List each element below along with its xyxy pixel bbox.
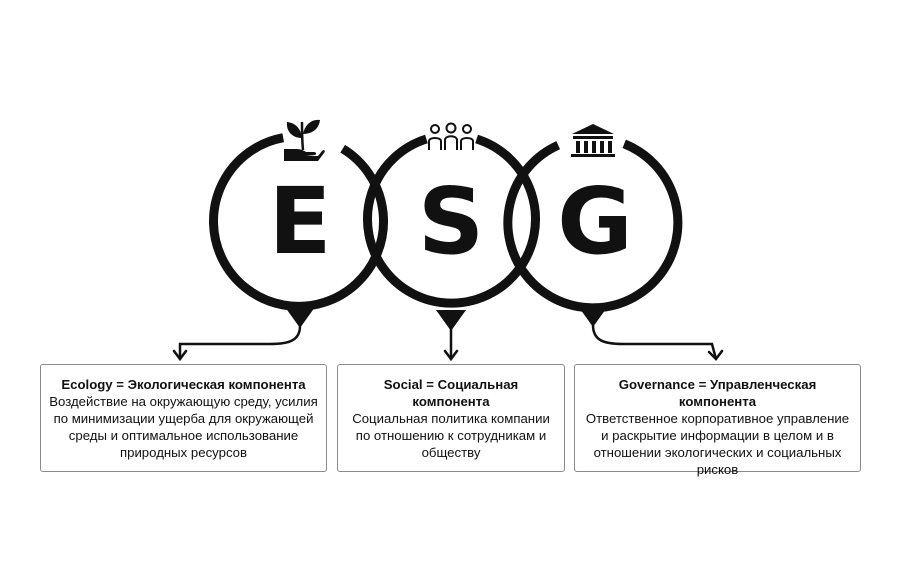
letter-g: G: [557, 168, 633, 275]
government-building-icon: [571, 124, 615, 157]
ecology-title: Ecology = Экологическая компонента: [61, 377, 306, 392]
connector-e: [172, 324, 302, 362]
plant-in-hand-icon: [284, 119, 325, 161]
governance-description: Ответственное корпоративное управление и…: [585, 411, 850, 477]
ecology-description: Воздействие на окружающую среду, усилия …: [49, 394, 318, 460]
social-title: Social = Социальная компонента: [383, 377, 519, 409]
ecology-component-box: Ecology = Экологическая компонента Возде…: [40, 364, 327, 472]
social-description: Социальная политика компании по отношени…: [352, 411, 550, 460]
letter-e: E: [269, 168, 332, 275]
pointer-e: [285, 307, 315, 328]
letter-s: S: [418, 168, 484, 275]
governance-title: Governance = Управленческая компонента: [618, 377, 817, 409]
pointer-s: [436, 310, 466, 331]
governance-component-box: Governance = Управленческая компонента О…: [574, 364, 861, 477]
ring-e: [209, 133, 388, 311]
pointer-g: [578, 306, 608, 327]
connector-s: [443, 327, 459, 362]
connector-g: [591, 323, 724, 361]
social-component-box: Social = Социальная компонента Социальна…: [337, 364, 565, 472]
group-people-icon: [428, 122, 474, 150]
ring-s: [363, 134, 540, 308]
